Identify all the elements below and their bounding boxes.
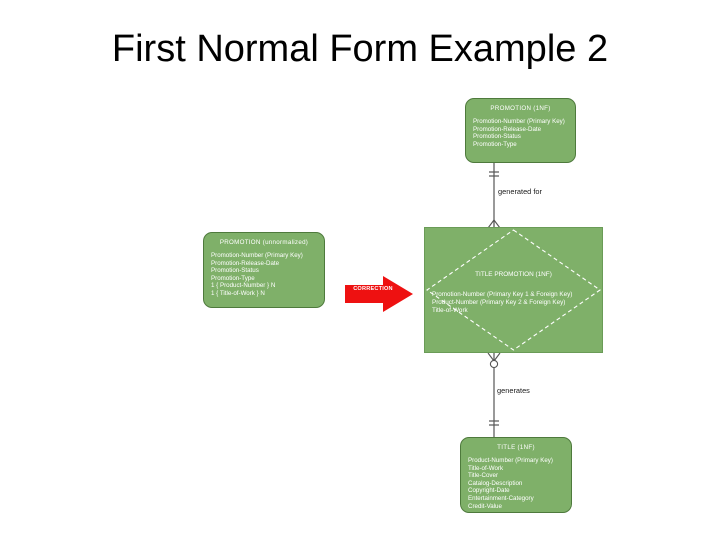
- entity-attribute: Promotion-Type: [211, 274, 255, 282]
- connector-generated-for: [487, 163, 501, 229]
- entity-attribute: Title-of-Work: [468, 464, 504, 472]
- entity-promotion-1nf: PROMOTION (1NF) Promotion-Number (Primar…: [465, 98, 576, 163]
- entity-title: TITLE (1NF): [497, 444, 535, 451]
- entity-title-promotion-1nf: TITLE PROMOTION (1NF) Promotion-Number (…: [424, 227, 603, 353]
- entity-attribute: Catalog-Description: [468, 479, 523, 487]
- entity-attribute: Copyright-Date: [468, 487, 510, 495]
- entity-attribute: Promotion-Number (Primary Key 1 & Foreig…: [432, 291, 573, 298]
- entity-attribute: Promotion-Number (Primary Key): [473, 118, 565, 125]
- page-title: First Normal Form Example 2: [111, 28, 609, 70]
- correction-arrow-icon: [345, 276, 413, 312]
- entity-attribute: Credit-Value: [468, 502, 502, 510]
- entity-attribute: Promotion-Type: [473, 140, 517, 148]
- relationship-label-generated-for: generated for: [498, 187, 542, 196]
- entity-attribute-list: Promotion-Number (Primary Key) Promotion…: [204, 252, 324, 298]
- relationship-label-generates: generates: [497, 386, 530, 395]
- entity-attribute: Product-Number (Primary Key): [468, 457, 553, 464]
- entity-title: PROMOTION (1NF): [490, 105, 551, 112]
- connector-generates: [487, 352, 501, 437]
- associative-entity-text: TITLE PROMOTION (1NF) Promotion-Number (…: [424, 227, 603, 353]
- entity-attribute: Promotion-Status: [473, 133, 521, 141]
- entity-attribute-list: Promotion-Number (Primary Key) Promotion…: [466, 118, 575, 148]
- entity-attribute: Promotion-Status: [211, 267, 259, 275]
- entity-attribute: Title-Cover: [468, 472, 499, 480]
- entity-title: TITLE PROMOTION (1NF): [475, 271, 552, 278]
- entity-title-1nf: TITLE (1NF) Product-Number (Primary Key)…: [460, 437, 572, 513]
- entity-attribute-repeating-group: 1 { Title-of-Work } N: [211, 289, 265, 297]
- entity-attribute: Promotion-Release-Date: [473, 125, 542, 133]
- entity-attribute: Product-Number (Primary Key 2 & Foreign …: [432, 299, 566, 306]
- entity-attribute: Entertainment-Category: [468, 494, 534, 502]
- associative-entity-box: [424, 227, 603, 353]
- entity-attribute-list: Promotion-Number (Primary Key 1 & Foreig…: [432, 291, 603, 315]
- entity-attribute-list: Product-Number (Primary Key) Title-of-Wo…: [461, 457, 571, 510]
- entity-title: PROMOTION (unnormalized): [219, 239, 309, 246]
- entity-attribute: Promotion-Number (Primary Key): [211, 252, 303, 259]
- relationship-diamond-shape: [426, 229, 601, 351]
- correction-arrow-label: CORRECTION: [353, 286, 393, 292]
- entity-attribute: Title-of-Work: [432, 307, 468, 314]
- entity-attribute-repeating-group: 1 { Product-Number } N: [211, 282, 276, 290]
- entity-promotion-unnormalized: PROMOTION (unnormalized) Promotion-Numbe…: [203, 232, 325, 308]
- entity-attribute: Promotion-Release-Date: [211, 259, 280, 267]
